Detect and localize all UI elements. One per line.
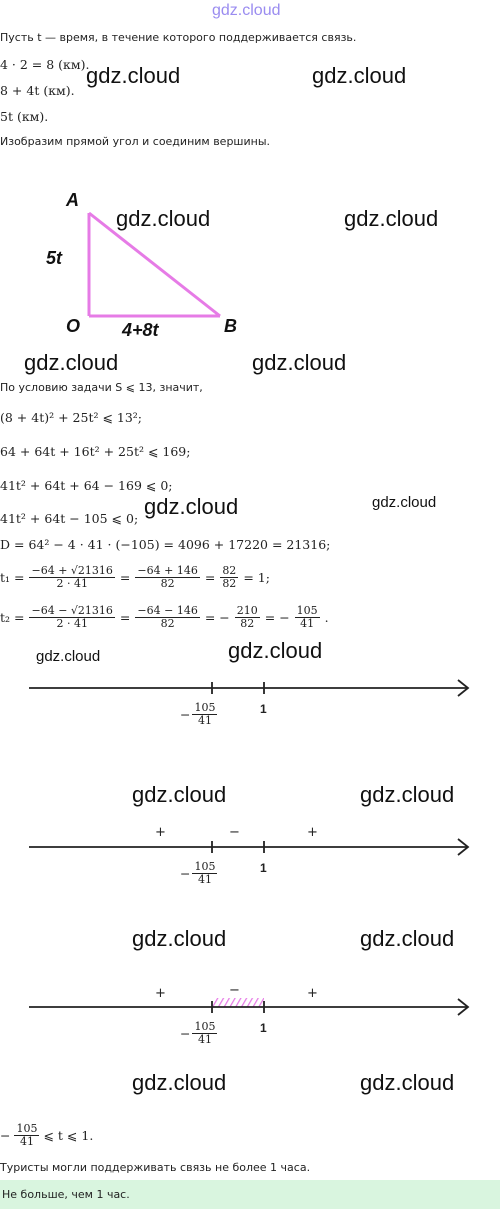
- t1-label: t₁ =: [0, 570, 25, 586]
- draw-instruction: Изобразим прямой угол и соединим вершины…: [0, 135, 271, 148]
- sign-minus-mid-3: −: [229, 983, 240, 998]
- side-vertical-label: 5t: [46, 248, 63, 268]
- number-line-2: [29, 838, 470, 856]
- vertex-a-label: A: [66, 190, 79, 210]
- answer-box: [0, 1180, 500, 1209]
- side-horizontal-label: 4+8t: [122, 320, 159, 340]
- watermark: gdz.cloud: [132, 1070, 227, 1095]
- sign-minus-mid-2: −: [229, 825, 240, 840]
- watermark: gdz.cloud: [116, 206, 211, 231]
- conclusion-line: Туристы могли поддерживать связь не боле…: [0, 1161, 311, 1174]
- number-line-1: [29, 679, 470, 697]
- answer-text: Не больше, чем 1 час.: [2, 1188, 130, 1201]
- watermark: gdz.cloud: [86, 63, 181, 88]
- header-watermark: gdz.cloud: [212, 2, 281, 19]
- point-1-label-3: 1: [260, 1021, 267, 1035]
- watermark: gdz.cloud: [36, 648, 101, 665]
- inequality-3: 41t² + 64t + 64 − 169 ⩽ 0;: [0, 478, 173, 493]
- sign-plus-left-3: +: [155, 986, 166, 1001]
- watermark: gdz.cloud: [228, 638, 323, 663]
- watermark: gdz.cloud: [372, 494, 437, 511]
- inequality-2: 64 + 64t + 16t² + 25t² ⩽ 169;: [0, 444, 191, 459]
- point-1-label-1: 1: [260, 702, 267, 716]
- watermark: gdz.cloud: [360, 1070, 455, 1095]
- watermark: gdz.cloud: [312, 63, 407, 88]
- watermark: gdz.cloud: [344, 206, 439, 231]
- solution-interval-hatch: [213, 998, 264, 1007]
- watermark: gdz.cloud: [132, 782, 227, 807]
- inequality-1: (8 + 4t)² + 25t² ⩽ 13²;: [0, 410, 143, 425]
- sign-plus-left-2: +: [155, 825, 166, 840]
- watermark: gdz.cloud: [144, 494, 239, 519]
- watermark: gdz.cloud: [360, 926, 455, 951]
- side-ab: [88, 211, 221, 318]
- watermark: gdz.cloud: [132, 926, 227, 951]
- sign-plus-right-2: +: [307, 825, 318, 840]
- discriminant-line: D = 64² − 4 · 41 · (−105) = 4096 + 17220…: [0, 537, 331, 552]
- watermark: gdz.cloud: [24, 350, 119, 375]
- inequality-4: 41t² + 64t − 105 ⩽ 0;: [0, 511, 139, 526]
- sign-plus-right-3: +: [307, 986, 318, 1001]
- point-1-label-2: 1: [260, 861, 267, 875]
- condition-line: По условию задачи S ⩽ 13, значит,: [0, 381, 203, 394]
- distance-line-1: 4 · 2 = 8 (км).: [0, 57, 90, 72]
- t2-label: t₂ =: [0, 610, 25, 626]
- vertex-o-label: O: [66, 316, 81, 336]
- intro-line: Пусть t — время, в течение которого подд…: [0, 31, 357, 44]
- distance-line-3: 5t (км).: [0, 109, 49, 124]
- vertex-b-label: B: [224, 316, 237, 336]
- right-triangle-diagram: [87, 211, 221, 318]
- watermark: gdz.cloud: [360, 782, 455, 807]
- number-line-3: [29, 998, 470, 1016]
- distance-line-2: 8 + 4t (км).: [0, 83, 75, 98]
- watermark: gdz.cloud: [252, 350, 347, 375]
